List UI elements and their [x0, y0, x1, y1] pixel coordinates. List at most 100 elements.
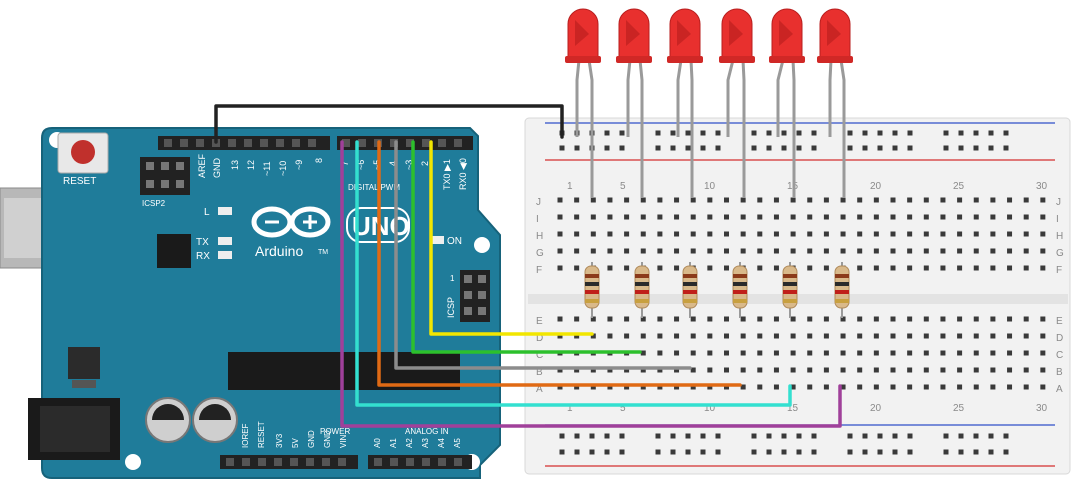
breadboard-hole	[1040, 265, 1046, 271]
led-l-label: L	[204, 207, 210, 218]
rail-hole	[877, 433, 883, 439]
breadboard-hole	[773, 384, 779, 390]
icsp-pins	[464, 275, 486, 315]
breadboard-hole	[940, 265, 946, 271]
breadboard-hole	[873, 367, 879, 373]
header-pin	[290, 458, 298, 466]
breadboard-hole	[807, 316, 813, 322]
pin-label-vin: VIN	[339, 434, 348, 448]
rail-hole	[1003, 130, 1009, 136]
resistor-band	[585, 282, 599, 286]
breadboard-hole	[957, 350, 963, 356]
header-pin	[438, 139, 446, 147]
breadboard-hole	[957, 316, 963, 322]
row-letter: J	[536, 197, 541, 208]
breadboard-hole	[557, 214, 563, 220]
power-header-pins	[226, 458, 346, 466]
breadboard-hole	[857, 384, 863, 390]
breadboard-hole	[957, 265, 963, 271]
breadboard-hole	[907, 248, 913, 254]
breadboard-hole	[724, 231, 729, 237]
breadboard-hole	[940, 350, 946, 356]
breadboard-hole	[1040, 197, 1046, 203]
breadboard-hole	[923, 214, 929, 220]
pin-label-10: ~10	[278, 161, 288, 176]
header-pin	[164, 139, 172, 147]
led-cathode-lead	[828, 59, 833, 137]
row-letter: B	[1056, 367, 1063, 378]
reset-button-cap[interactable]	[71, 140, 95, 164]
breadboard-hole	[607, 333, 613, 339]
mounting-hole	[125, 454, 141, 470]
breadboard-hole	[857, 350, 863, 356]
header-pin	[258, 458, 266, 466]
breadboard-hole	[757, 265, 763, 271]
breadboard-hole	[823, 197, 829, 203]
wire-black-gnd	[214, 104, 564, 144]
breadboard-hole	[873, 384, 879, 390]
header-pin	[260, 139, 268, 147]
breadboard-hole	[907, 333, 913, 339]
led-cathode-lead	[776, 59, 785, 137]
breadboard-hole	[873, 197, 879, 203]
breadboard-hole	[840, 197, 846, 203]
resistor-band	[635, 282, 649, 286]
breadboard-hole	[957, 214, 963, 220]
header-pin	[438, 458, 446, 466]
rail-hole	[892, 130, 898, 136]
row-letter: E	[1056, 316, 1063, 327]
breadboard-hole	[790, 231, 796, 237]
resistor-band	[635, 274, 649, 278]
breadboard-hole	[757, 214, 763, 220]
led-rim	[616, 56, 652, 63]
breadboard-hole	[907, 231, 913, 237]
rail-hole	[811, 130, 817, 136]
breadboard-hole	[707, 214, 713, 220]
rail-hole	[958, 145, 964, 151]
breadboard-hole	[640, 316, 646, 322]
breadboard-hole	[707, 333, 713, 339]
breadboard-hole	[607, 384, 613, 390]
rail-hole	[988, 433, 994, 439]
breadboard-hole	[973, 265, 979, 271]
breadboard-hole	[740, 367, 746, 373]
resistors	[584, 262, 850, 318]
rail-hole	[619, 130, 625, 136]
pin-label-a1: A1	[389, 438, 398, 448]
breadboard-hole	[1007, 384, 1013, 390]
header-pin	[226, 458, 234, 466]
rail-hole	[847, 145, 853, 151]
breadboard-hole	[923, 248, 929, 254]
pin-label-2: 2	[420, 161, 430, 166]
breadboard-hole	[973, 197, 979, 203]
breadboard-hole	[823, 316, 829, 322]
header-pin	[358, 139, 366, 147]
header-pin	[196, 139, 204, 147]
resistor-band	[635, 299, 649, 303]
led-anode-lead	[791, 59, 796, 198]
pin-label-aref: AREF	[197, 153, 207, 178]
breadboard-hole	[940, 248, 946, 254]
rail-hole	[796, 433, 802, 439]
pin-label-gnd: GND	[307, 430, 316, 448]
column-number: 20	[870, 403, 882, 414]
breadboard-hole	[857, 248, 863, 254]
breadboard-hole	[724, 197, 729, 203]
breadboard-hole	[707, 248, 713, 254]
header-pin	[338, 458, 346, 466]
pin-label-reset: RESET	[257, 421, 266, 448]
breadboard-hole	[873, 333, 879, 339]
led-cathode-lead	[575, 59, 581, 137]
breadboard-hole	[590, 333, 596, 339]
breadboard-hole	[674, 384, 680, 390]
mounting-hole	[474, 237, 490, 253]
breadboard-hole	[1040, 384, 1046, 390]
resistor-band	[783, 274, 797, 278]
breadboard-hole	[907, 197, 913, 203]
breadboard-hole	[590, 214, 596, 220]
breadboard-hole	[907, 350, 913, 356]
breadboard-hole	[907, 384, 913, 390]
breadboard-hole	[823, 231, 829, 237]
breadboard-hole	[690, 350, 696, 356]
breadboard-hole	[724, 248, 729, 254]
